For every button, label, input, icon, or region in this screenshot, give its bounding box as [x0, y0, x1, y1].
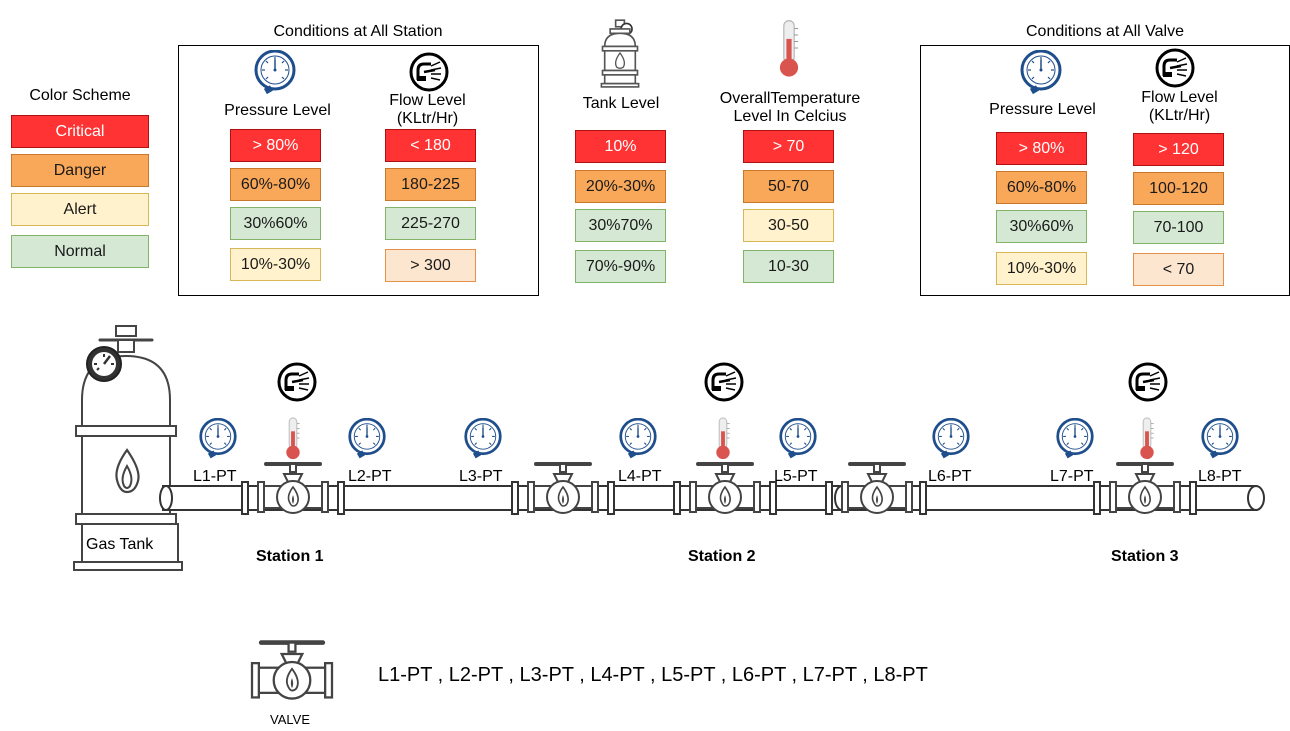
valve-flow-header-line1: Flow Level: [1141, 89, 1218, 106]
pressure-gauge-icon: [1201, 418, 1239, 460]
pressure-gauge-icon: [464, 418, 502, 460]
scheme-critical: Critical: [11, 115, 149, 148]
station-1-label: Station 1: [256, 548, 324, 565]
valve-flow-header: Flow Level (KLtr/Hr): [1112, 89, 1247, 125]
sensor-label-l8: L8-PT: [1198, 468, 1242, 485]
thermometer-icon: [1139, 417, 1155, 460]
valve-flow-critical: > 120: [1133, 133, 1224, 166]
sensor-label-l5: L5-PT: [774, 468, 818, 485]
pipeline-diagram: [73, 325, 1265, 571]
tank-level-critical: 10%: [575, 130, 666, 163]
temperature-alert: 30-50: [743, 209, 834, 242]
valve-pressure-danger: 60%-80%: [996, 171, 1087, 204]
valve-icon: [688, 462, 762, 515]
flow-meter-icon: [704, 362, 744, 402]
sensor-label-l1: L1-PT: [193, 468, 237, 485]
valve-flow-danger: 100-120: [1133, 172, 1224, 205]
flow-meter-icon: [1128, 362, 1168, 402]
valve-icon: [232, 638, 352, 702]
sensor-label-l6: L6-PT: [928, 468, 972, 485]
station-pressure-danger: 60%-80%: [230, 168, 321, 201]
valve-icon: [840, 462, 914, 515]
thermometer-icon: [285, 417, 301, 460]
pressure-gauge-icon: [199, 418, 237, 460]
station-flow-header-line2: (KLtr/Hr): [396, 110, 459, 127]
station-conditions-title: Conditions at All Station: [273, 23, 443, 40]
valve-icon: [1108, 462, 1182, 515]
valve-conditions-panel: [920, 45, 1290, 296]
sensor-list-legend: L1-PT , L2-PT , L3-PT , L4-PT , L5-PT , …: [378, 664, 928, 686]
valve-pressure-critical: > 80%: [996, 132, 1087, 165]
station-flow-normal: 225-270: [385, 207, 476, 240]
valve-legend-label: VALVE: [270, 712, 310, 727]
pressure-gauge-icon: [619, 418, 657, 460]
station-flow-header: Flow Level (KLtr/Hr): [360, 92, 495, 128]
scheme-normal: Normal: [11, 235, 149, 268]
valve-icon: [256, 462, 330, 515]
sensor-label-l2: L2-PT: [348, 468, 392, 485]
pressure-gauge-icon: [779, 418, 817, 460]
station-pressure-normal: 30%60%: [230, 207, 321, 240]
valve-icon: [526, 462, 600, 515]
flow-meter-icon: [277, 362, 317, 402]
thermometer-icon: [715, 417, 731, 460]
flow-meter-icon: [1155, 48, 1195, 88]
temperature-header: OverallTemperature Level In Celcius: [700, 90, 880, 126]
valve-pressure-normal: 30%60%: [996, 210, 1087, 243]
tank-level-header: Tank Level: [582, 95, 660, 112]
tank-level-full: 70%-90%: [575, 250, 666, 283]
temperature-danger: 50-70: [743, 170, 834, 203]
valve-conditions-title: Conditions at All Valve: [1025, 23, 1184, 40]
valve-flow-low: < 70: [1133, 253, 1224, 286]
scheme-danger: Danger: [11, 154, 149, 187]
gas-tank-label: Gas Tank: [86, 536, 154, 553]
pressure-gauge-icon: [348, 418, 386, 460]
temperature-header-line2: Level In Celcius: [733, 108, 847, 125]
station-pressure-critical: > 80%: [230, 129, 321, 162]
flow-meter-icon: [409, 52, 449, 92]
station-3-label: Station 3: [1111, 548, 1179, 565]
scheme-alert: Alert: [11, 193, 149, 226]
station-2-label: Station 2: [688, 548, 756, 565]
gas-cylinder-icon: [598, 18, 642, 88]
thermometer-icon: [776, 18, 802, 78]
gas-tank: [73, 325, 183, 571]
temperature-critical: > 70: [743, 130, 834, 163]
sensor-label-l3: L3-PT: [459, 468, 503, 485]
valve-flow-header-line2: (KLtr/Hr): [1148, 107, 1211, 124]
station-flow-danger: 180-225: [385, 168, 476, 201]
sensor-label-l4: L4-PT: [618, 468, 662, 485]
valve-pressure-header: Pressure Level: [989, 101, 1096, 118]
pressure-gauge-icon: [1056, 418, 1094, 460]
sensor-label-l7: L7-PT: [1050, 468, 1094, 485]
station-pressure-header: Pressure Level: [224, 102, 331, 119]
valve-pressure-alert: 10%-30%: [996, 252, 1087, 285]
station-flow-low: > 300: [385, 249, 476, 282]
temperature-header-line1: OverallTemperature: [719, 90, 861, 107]
valve-flow-normal: 70-100: [1133, 211, 1224, 244]
station-conditions-panel: [178, 45, 539, 296]
temperature-normal: 10-30: [743, 250, 834, 283]
color-scheme-title: Color Scheme: [29, 87, 131, 104]
pressure-gauge-icon: [932, 418, 970, 460]
tank-level-danger: 20%-30%: [575, 170, 666, 203]
tank-level-normal: 30%70%: [575, 209, 666, 242]
station-flow-header-line1: Flow Level: [389, 92, 466, 109]
pressure-gauge-icon: [1019, 50, 1063, 100]
pressure-gauge-icon: [253, 50, 297, 100]
station-flow-critical: < 180: [385, 129, 476, 162]
station-pressure-alert: 10%-30%: [230, 248, 321, 281]
